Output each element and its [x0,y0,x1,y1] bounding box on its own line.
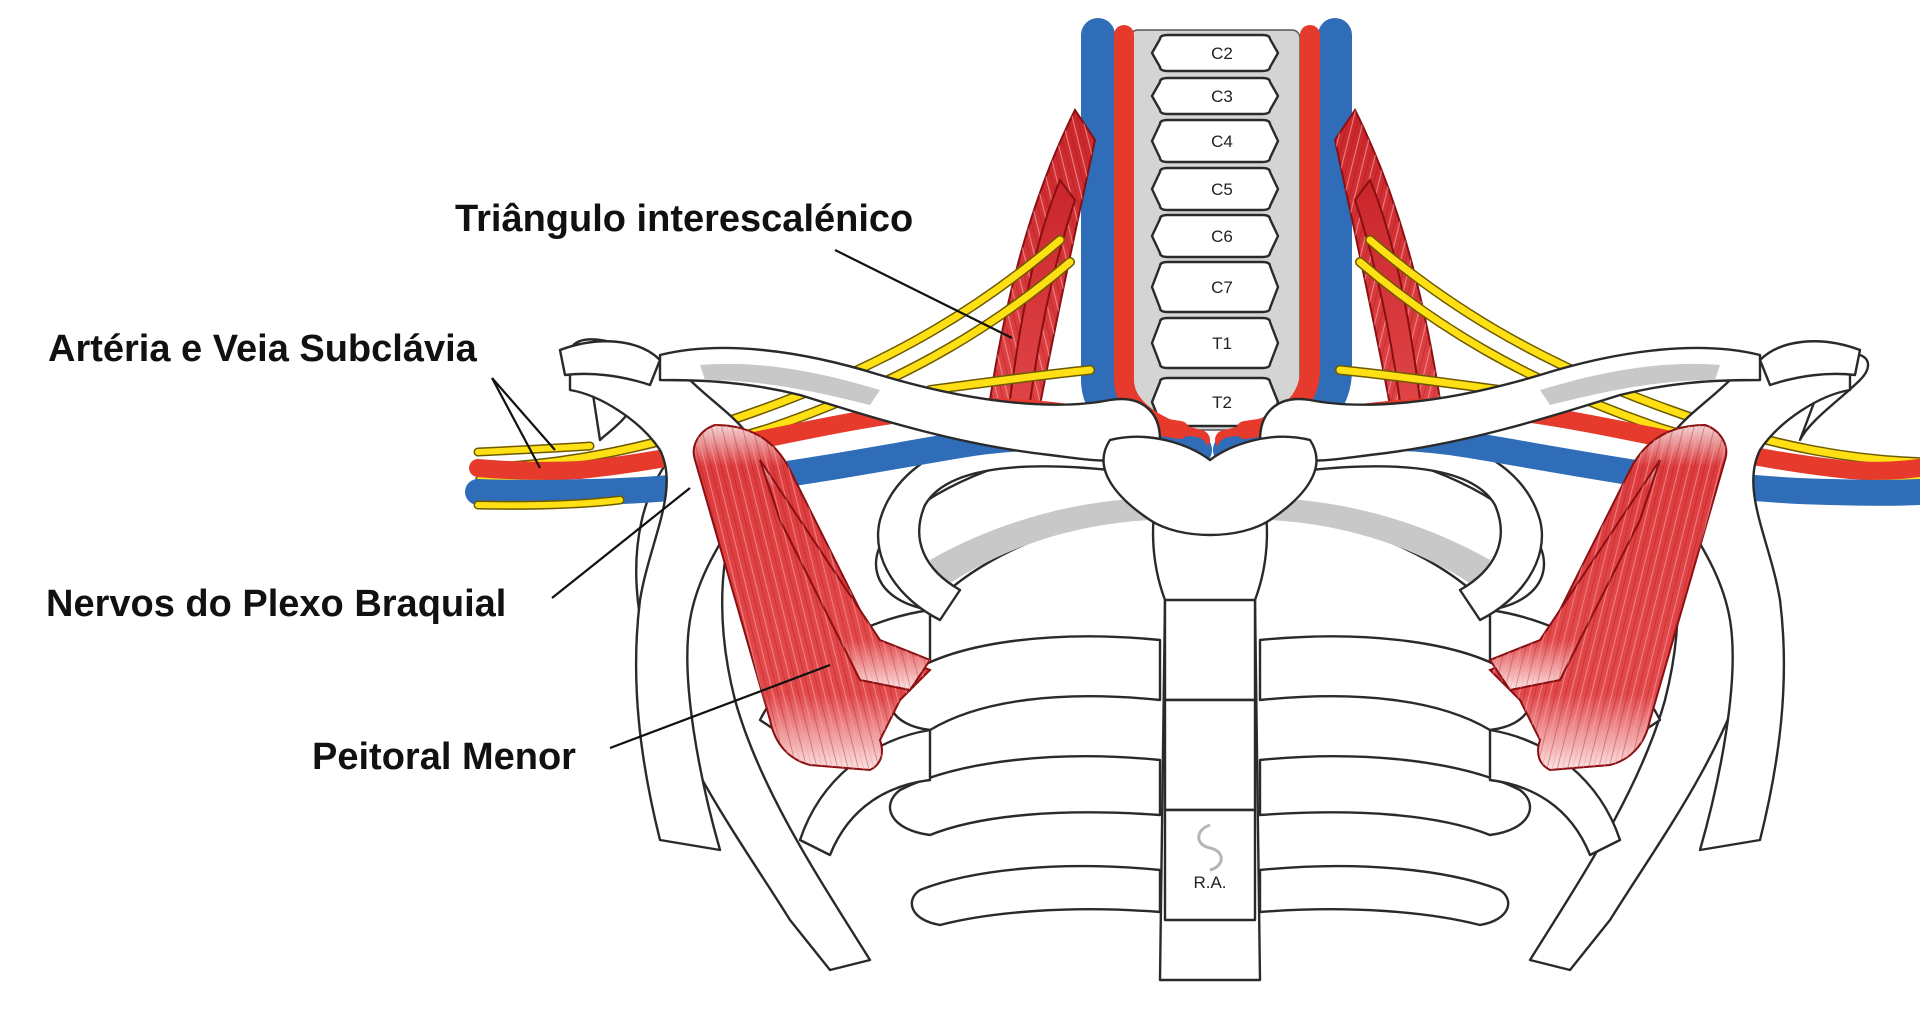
vertebra-label-c3: C3 [1211,87,1233,106]
vertebra-label-t1: T1 [1212,334,1232,353]
leader-pectoralis-minor [609,663,831,750]
vertebra-label-c5: C5 [1211,180,1233,199]
brachial-plexus-nerves [475,235,1920,485]
label-brachial-plexus-nerves: Nervos do Plexo Braquial [46,583,507,625]
vertebra-c4 [1150,118,1280,164]
vertebra-label-c6: C6 [1211,227,1233,246]
label-pectoralis-minor: Peitoral Menor [312,736,576,778]
signature-text: R.A. [1193,873,1226,892]
leader-brachial-plexus [551,487,691,599]
pectoralis-minor-left [692,423,932,772]
vertebra-label-t2: T2 [1212,393,1232,412]
leader-interscalene [834,249,1013,339]
pectoralis-minor-right [1488,423,1728,772]
vertebra-label-c4: C4 [1211,132,1233,151]
artist-signature: R.A. [1193,823,1227,892]
leader-lines [491,249,1013,750]
vertebra-c2 [1150,33,1280,73]
vertebra-c3 [1150,76,1280,116]
vertebra-c7 [1150,260,1280,314]
vertebra-c6 [1150,213,1280,259]
leader-subclavian-b [491,377,556,451]
vertebra-label-c7: C7 [1211,278,1233,297]
label-interscalene-triangle: Triângulo interescalénico [455,198,914,240]
vertebra-c5 [1150,166,1280,212]
vertebra-t1 [1150,316,1280,370]
label-subclavian-artery-vein: Artéria e Veia Subclávia [48,328,477,370]
leader-subclavian-a [491,377,541,469]
vertebra-label-c2: C2 [1211,44,1233,63]
